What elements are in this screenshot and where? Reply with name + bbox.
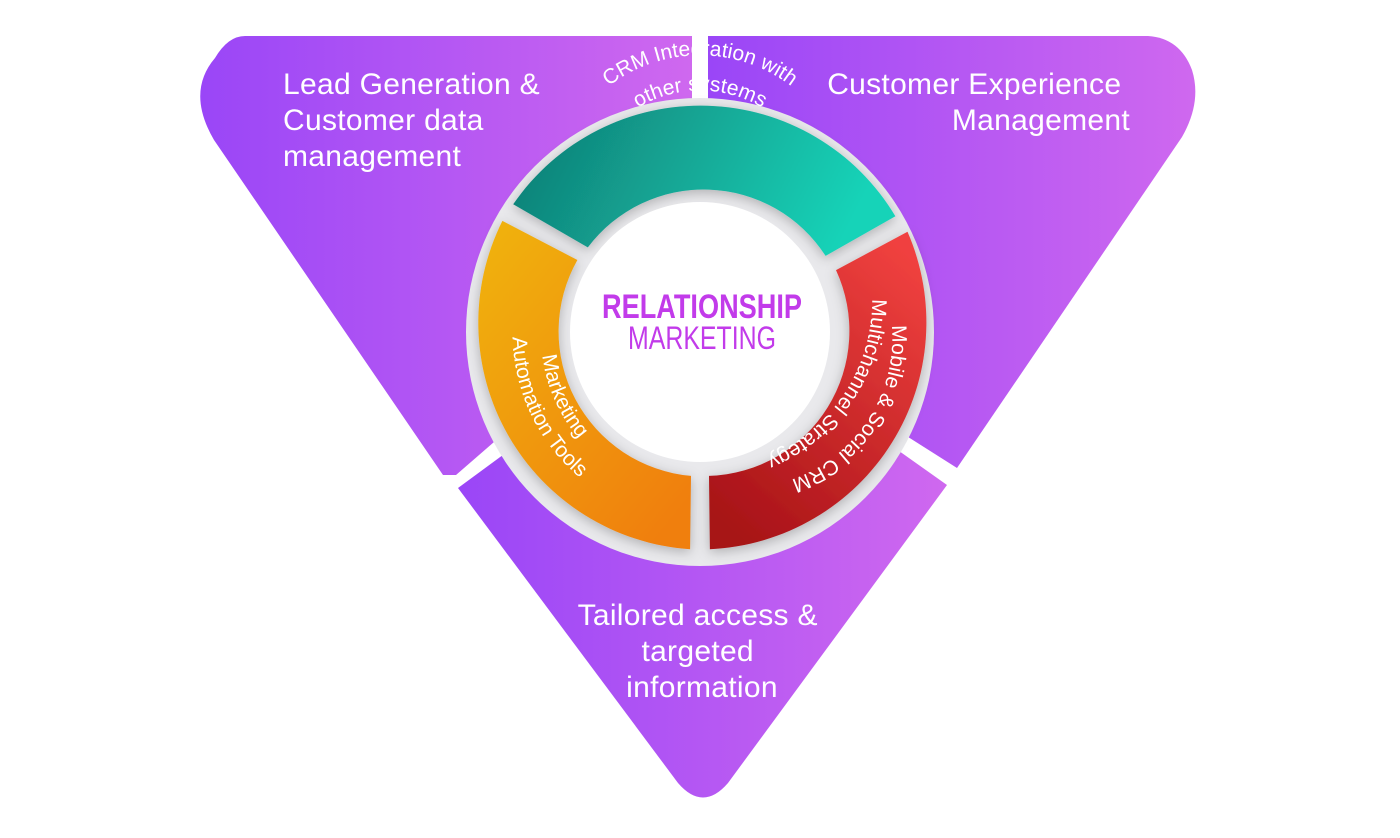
center-title: RELATIONSHIP: [602, 288, 802, 326]
panel-top-left-label: Lead Generation & Customer data manageme…: [283, 68, 549, 173]
panel-top-left-line: Customer data: [283, 104, 484, 137]
panel-bottom-line: information: [626, 671, 778, 704]
ring-segment-automation: [478, 220, 691, 550]
ring-segment-crm-integration: [513, 105, 896, 256]
ring-segment-multichannel: [709, 231, 927, 550]
panel-top-right-label: Customer Experience Management: [827, 68, 1130, 137]
panel-top-left-line: management: [283, 140, 461, 173]
panel-bottom-label: Tailored access & targeted information: [578, 599, 827, 704]
panel-top-left-line: Lead Generation &: [283, 68, 540, 101]
center-circle: [570, 202, 830, 462]
panel-bottom-line: targeted: [641, 635, 753, 668]
panel-top-right-line: Management: [952, 104, 1130, 137]
panel-bottom-line: Tailored access &: [578, 599, 818, 632]
panel-top-right-line: Customer Experience: [827, 68, 1121, 101]
center-subtitle: MARKETING: [628, 320, 776, 356]
